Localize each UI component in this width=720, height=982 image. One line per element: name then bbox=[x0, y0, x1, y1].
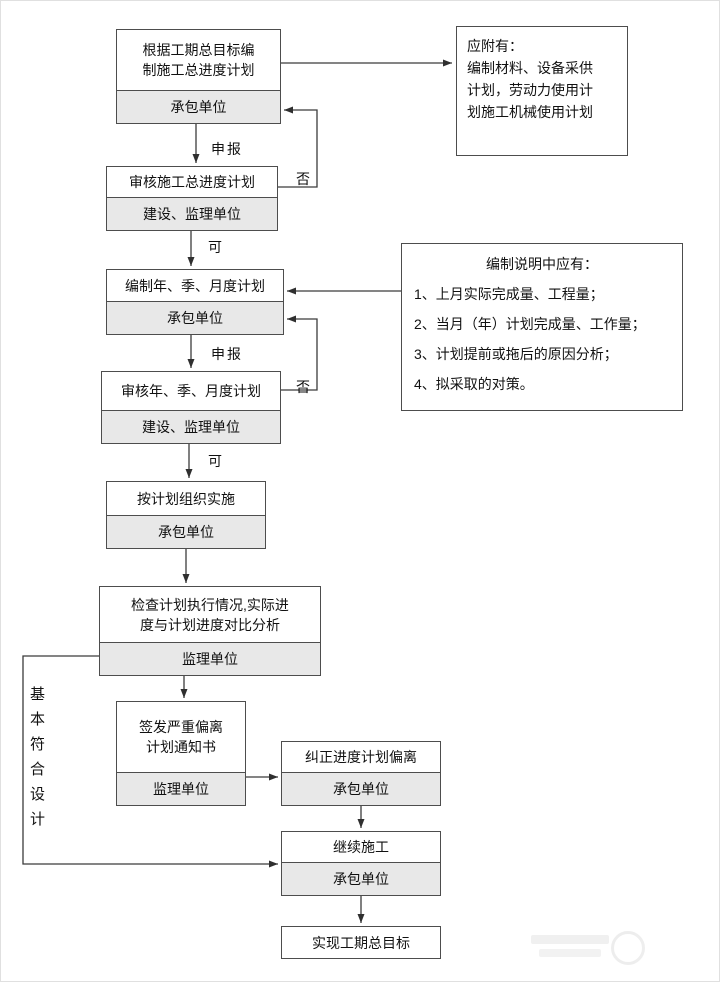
label-yes-1: 可 bbox=[208, 239, 224, 255]
watermark bbox=[531, 929, 647, 965]
note-attachments-text: 应附有： 编制材料、设备采供 计划，劳动力使用计 划施工机械使用计划 bbox=[467, 38, 593, 120]
box-check-title: 检查计划执行情况,实际进 度与计划进度对比分析 bbox=[131, 596, 289, 633]
label-yes-2: 可 bbox=[208, 453, 224, 469]
box-check: 检查计划执行情况,实际进 度与计划进度对比分析 监理单位 bbox=[99, 586, 321, 676]
note-explanation-item-3: 3、计划提前或拖后的原因分析； bbox=[414, 346, 618, 362]
box-continue-construction-title: 继续施工 bbox=[333, 839, 389, 855]
box-plan-total-title: 根据工期总目标编 制施工总进度计划 bbox=[142, 42, 255, 78]
box-implement-title: 按计划组织实施 bbox=[137, 490, 235, 507]
note-explanation: 编制说明中应有： 1、上月实际完成量、工程量； 2、当月（年）计划完成量、工作量… bbox=[401, 243, 683, 411]
label-basically-conform: 基本符合设计 bbox=[29, 686, 45, 828]
box-plan-periodic: 编制年、季、月度计划 承包单位 bbox=[106, 269, 284, 335]
box-review-periodic-title: 审核年、季、月度计划 bbox=[121, 383, 261, 399]
box-issue-notice-unit: 监理单位 bbox=[117, 772, 245, 805]
box-plan-total: 根据工期总目标编 制施工总进度计划 承包单位 bbox=[116, 29, 281, 124]
note-explanation-item-2: 2、当月（年）计划完成量、工作量； bbox=[414, 316, 646, 332]
label-declare-2: 申报 bbox=[211, 346, 243, 362]
box-review-total-unit: 建设、监理单位 bbox=[107, 197, 277, 230]
box-plan-periodic-unit: 承包单位 bbox=[107, 301, 283, 334]
label-no-1: 否 bbox=[296, 171, 312, 187]
box-review-total-title: 审核施工总进度计划 bbox=[129, 174, 255, 190]
box-continue-construction-unit: 承包单位 bbox=[282, 862, 440, 895]
box-correct-deviation-unit: 承包单位 bbox=[282, 772, 440, 805]
box-review-periodic: 审核年、季、月度计划 建设、监理单位 bbox=[101, 371, 281, 444]
watermark-logo-circle bbox=[611, 931, 645, 965]
box-achieve-goal-title: 实现工期总目标 bbox=[312, 934, 410, 951]
box-continue-construction: 继续施工 承包单位 bbox=[281, 831, 441, 896]
box-implement-unit: 承包单位 bbox=[107, 515, 265, 548]
note-explanation-header: 编制说明中应有： bbox=[486, 256, 598, 272]
note-attachments: 应附有： 编制材料、设备采供 计划，劳动力使用计 划施工机械使用计划 bbox=[456, 26, 628, 156]
box-issue-notice: 签发严重偏离 计划通知书 监理单位 bbox=[116, 701, 246, 806]
watermark-mark-2 bbox=[539, 949, 601, 957]
note-explanation-item-4: 4、拟采取的对策。 bbox=[414, 376, 534, 392]
box-correct-deviation-title: 纠正进度计划偏离 bbox=[305, 749, 417, 765]
box-plan-total-unit: 承包单位 bbox=[117, 90, 280, 123]
box-check-unit: 监理单位 bbox=[100, 642, 320, 675]
label-declare-1: 申报 bbox=[211, 141, 243, 157]
watermark-mark bbox=[531, 935, 609, 944]
box-issue-notice-title: 签发严重偏离 计划通知书 bbox=[139, 719, 223, 755]
box-plan-periodic-title: 编制年、季、月度计划 bbox=[125, 277, 265, 294]
box-implement: 按计划组织实施 承包单位 bbox=[106, 481, 266, 549]
box-achieve-goal: 实现工期总目标 bbox=[281, 926, 441, 959]
box-review-total: 审核施工总进度计划 建设、监理单位 bbox=[106, 166, 278, 231]
box-review-periodic-unit: 建设、监理单位 bbox=[102, 410, 280, 443]
box-correct-deviation: 纠正进度计划偏离 承包单位 bbox=[281, 741, 441, 806]
label-no-2: 否 bbox=[296, 379, 312, 395]
note-explanation-item-1: 1、上月实际完成量、工程量； bbox=[414, 286, 604, 302]
